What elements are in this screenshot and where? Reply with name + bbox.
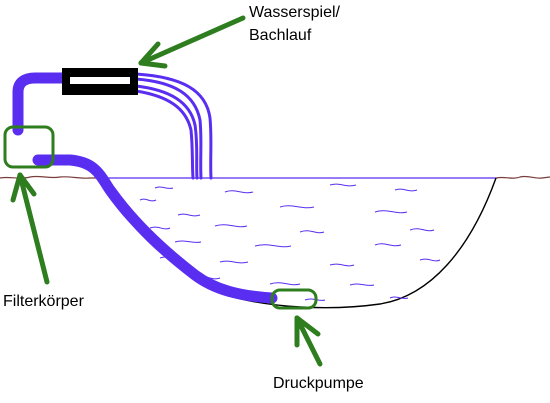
pump-box (270, 288, 318, 310)
stream-line-2 (134, 84, 199, 180)
pump-hose (32, 154, 278, 304)
pump-label: Druckpumpe (273, 375, 364, 392)
stream-line-3 (134, 89, 195, 180)
arrow-filter (10, 172, 50, 285)
filter-box (3, 125, 55, 169)
arrow-waterfall (138, 15, 246, 69)
arrow-pump (294, 315, 323, 367)
ground-line-right (495, 175, 550, 179)
ground-line-left (0, 175, 100, 179)
water-waves (139, 183, 441, 301)
stream-line-1 (134, 77, 203, 180)
waterfall-label-line2: Bachlauf (249, 27, 312, 44)
stream-line-4 (134, 72, 213, 180)
filter-hose (12, 72, 70, 136)
filter-label: Filterkörper (3, 293, 84, 310)
waterfall-unit-slot (70, 77, 130, 84)
waterfall-label-line1: Wasserspiel/ (249, 4, 340, 21)
